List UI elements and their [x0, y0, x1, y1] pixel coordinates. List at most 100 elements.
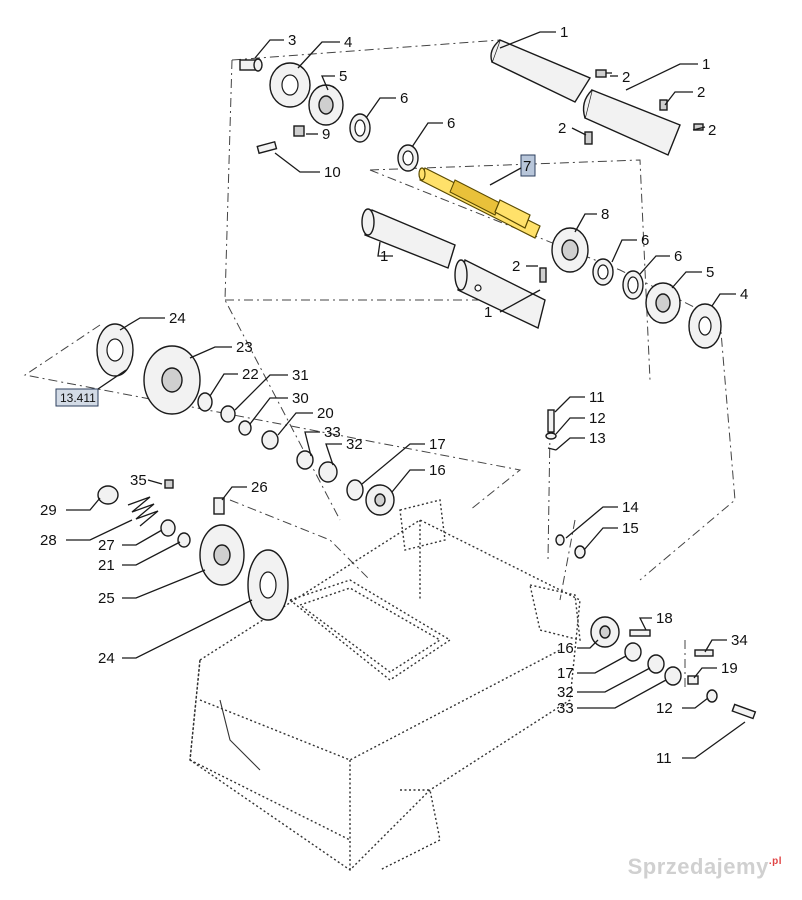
callout-13: 13 — [589, 430, 606, 447]
callout-5: 5 — [706, 264, 714, 281]
callout-25: 25 — [98, 590, 115, 607]
flange-part-4-top — [269, 62, 311, 108]
pin-part-13 — [547, 447, 557, 451]
callout-1: 1 — [484, 304, 492, 321]
callout-6: 6 — [674, 248, 682, 265]
bolt-part-11-top — [547, 409, 555, 433]
seal-ring-part-6-top — [349, 113, 371, 143]
ring-part-27 — [160, 519, 176, 537]
ring-part-21 — [177, 532, 191, 548]
callout-2: 2 — [622, 69, 630, 86]
bolt-part-11-bottom — [731, 703, 757, 720]
callout-32: 32 — [346, 436, 363, 453]
callout-8: 8 — [601, 206, 609, 223]
ring-part-17-right — [624, 642, 642, 662]
callout-34: 34 — [731, 632, 748, 649]
callout-16: 16 — [557, 640, 574, 657]
sprzedajemy-watermark: Sprzedajemy.pl — [628, 854, 782, 880]
tube-cover-right — [454, 258, 546, 329]
callout-12: 12 — [656, 700, 673, 717]
pin-part-3 — [239, 58, 263, 72]
ring-part-20 — [261, 430, 279, 450]
bushing-part-22 — [197, 392, 213, 412]
drive-shaft-highlighted — [418, 167, 541, 239]
ring-part-33-right — [664, 666, 682, 686]
screw-part-10 — [256, 140, 278, 155]
callout-4: 4 — [740, 286, 748, 303]
callout-leaders — [66, 31, 746, 759]
callout-33: 33 — [557, 700, 574, 717]
callout-22: 22 — [242, 366, 259, 383]
chassis-frame — [189, 499, 581, 871]
callout-24: 24 — [98, 650, 115, 667]
callout-10: 10 — [324, 164, 341, 181]
callout-28: 28 — [40, 532, 57, 549]
callout-20: 20 — [317, 405, 334, 422]
cover-plate-upper-left — [490, 39, 592, 103]
tube-cover-left — [361, 208, 456, 269]
callout-23: 23 — [236, 339, 253, 356]
callout-2: 2 — [697, 84, 705, 101]
callout-26: 26 — [251, 479, 268, 496]
ring-part-32-right — [647, 654, 665, 674]
callout-1: 1 — [380, 248, 388, 265]
callout-6: 6 — [641, 232, 649, 249]
flange-part-24-bottom — [247, 549, 289, 621]
bolt-part-18 — [629, 629, 651, 637]
bolt-part-35 — [164, 479, 174, 489]
callout-1: 1 — [560, 24, 568, 41]
washer-part-12-top — [545, 432, 557, 440]
callout-6: 6 — [400, 90, 408, 107]
callout-15: 15 — [622, 520, 639, 537]
callout-29: 29 — [40, 502, 57, 519]
sprocket-part-5-right — [645, 282, 681, 324]
callout-27: 27 — [98, 537, 115, 554]
sprocket-part-23 — [143, 345, 201, 415]
cover-plate-upper-right — [582, 89, 681, 156]
callout-17: 17 — [429, 436, 446, 453]
ring-part-33-left — [296, 450, 314, 470]
callout-17: 17 — [557, 665, 574, 682]
callout-11: 11 — [656, 750, 672, 767]
bolt-part-34 — [694, 649, 714, 657]
hub-part-25 — [199, 524, 245, 586]
ring-part-17-left — [346, 479, 364, 501]
ring-part-15 — [574, 545, 586, 559]
callout-35: 35 — [130, 472, 147, 489]
watermark-suffix: .pl — [768, 856, 782, 867]
callout-24: 24 — [169, 310, 186, 327]
washer-part-12-bottom — [706, 689, 718, 703]
reference-link-13411[interactable]: 13.411 — [55, 369, 127, 407]
seal-ring-part-6-right-b — [622, 270, 644, 300]
callout-12: 12 — [589, 410, 606, 427]
callout-2: 2 — [558, 120, 566, 137]
ring-part-31 — [220, 405, 236, 423]
flange-part-24-top — [96, 323, 134, 377]
callout-3: 3 — [288, 32, 296, 49]
callout-14: 14 — [622, 499, 639, 516]
bearing-part-16-right — [590, 616, 620, 648]
seal-ring-part-6-right-a — [592, 258, 614, 286]
callout-31: 31 — [292, 367, 309, 384]
pin-part-19 — [687, 675, 699, 685]
bearing-part-16-left — [365, 484, 395, 516]
spring-part-28 — [127, 496, 159, 527]
callout-7-highlighted[interactable]: 7 — [489, 154, 536, 186]
seal-ring-part-6-mid — [397, 144, 419, 172]
nut-part-26 — [213, 497, 225, 515]
callout-label-7: 7 — [523, 158, 531, 175]
washer-part-9 — [293, 125, 305, 137]
callout-2: 2 — [512, 258, 520, 275]
washer-part-30 — [238, 420, 252, 436]
reference-label: 13.411 — [60, 391, 96, 405]
callout-4: 4 — [344, 34, 352, 51]
cap-part-29 — [97, 485, 119, 505]
callout-33: 33 — [324, 424, 341, 441]
washer-part-14 — [555, 534, 565, 546]
callout-2: 2 — [708, 122, 716, 139]
callout-5: 5 — [339, 68, 347, 85]
callout-6: 6 — [447, 115, 455, 132]
callout-19: 19 — [721, 660, 738, 677]
